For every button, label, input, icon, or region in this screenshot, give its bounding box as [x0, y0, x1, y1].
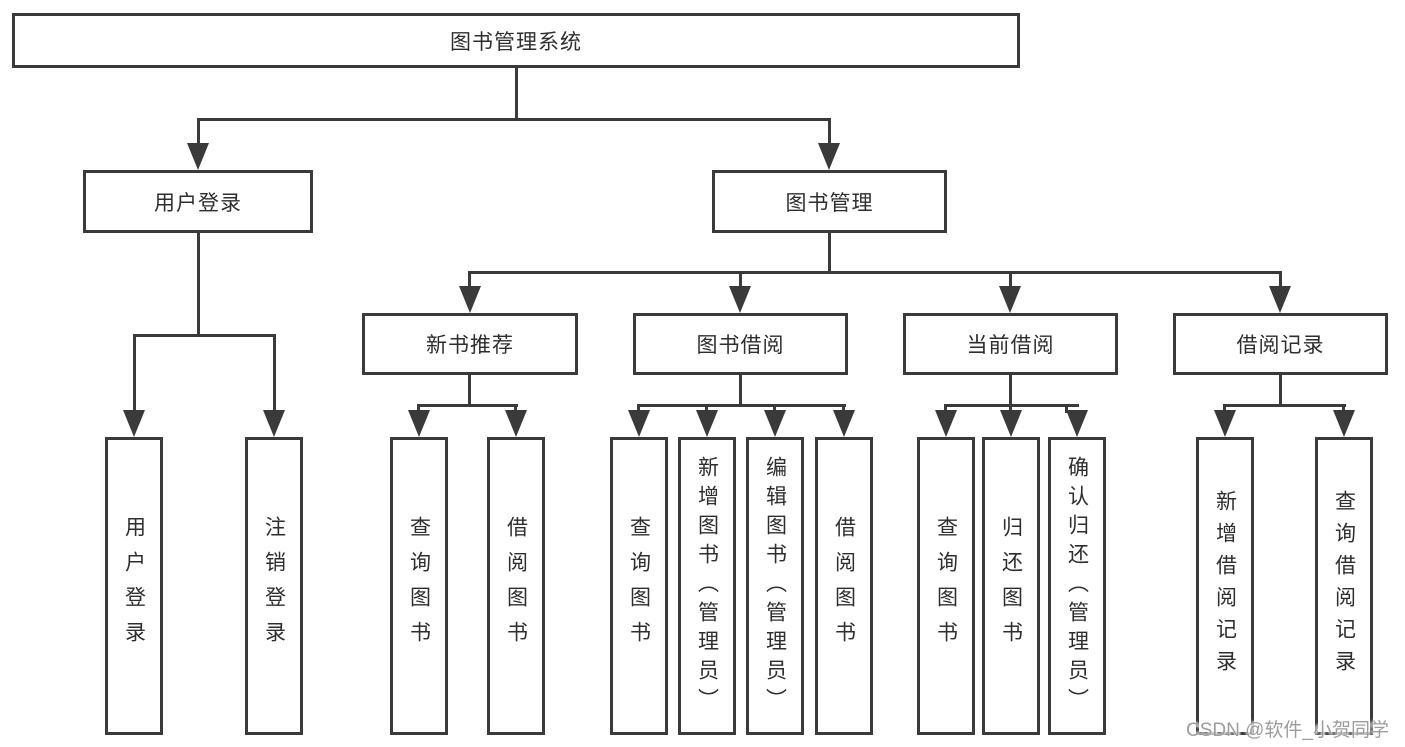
connector-drop-leaf: [842, 404, 845, 413]
node-label: 当前借阅: [966, 334, 1055, 357]
connector-user-login-branch: [133, 334, 276, 337]
connector-user-login-stem: [197, 233, 200, 336]
connector-l3-branch: [417, 404, 518, 407]
node-book-mgmt-group: 图书管理: [712, 170, 947, 233]
connector-drop-leaf: [637, 404, 640, 413]
leaf-query-books-borrow: 查询图书: [610, 437, 668, 735]
arrowhead-down-icon: [628, 410, 650, 437]
node-borrow-records: 借阅记录: [1173, 313, 1388, 375]
node-label: 借阅图书: [832, 516, 856, 656]
node-current-borrow: 当前借阅: [903, 313, 1118, 375]
connector-drop-leaf: [1009, 404, 1012, 413]
arrowhead-down-icon: [696, 410, 718, 437]
node-label: 新增图书（管理员）: [695, 455, 719, 717]
arrowhead-down-icon: [1269, 286, 1291, 313]
leaf-query-books-recommend: 查询图书: [390, 437, 448, 735]
node-label: 图书管理: [785, 191, 874, 215]
node-label: 用户登录: [122, 516, 146, 656]
node-user-login-group: 用户登录: [83, 170, 313, 233]
arrowhead-down-icon: [1066, 410, 1088, 437]
leaf-query-borrow-record: 查询借阅记录: [1315, 437, 1373, 735]
arrowhead-down-icon: [408, 410, 430, 437]
node-label: 借阅记录: [1236, 334, 1325, 357]
node-label: 归还图书: [999, 516, 1023, 656]
connector-drop-l3: [1009, 271, 1012, 293]
connector-level2-branch: [468, 271, 1281, 274]
connector-drop-leaf: [273, 334, 276, 414]
node-label: 图书借阅: [696, 334, 785, 357]
connector-drop-leaf: [133, 334, 136, 414]
leaf-user-login: 用户登录: [105, 437, 163, 735]
arrowhead-down-icon: [729, 286, 751, 313]
connector-book-mgmt-stem: [828, 233, 831, 274]
connector-l3-stem: [468, 375, 471, 406]
arrowhead-down-icon: [833, 410, 855, 437]
watermark-csdn: CSDN @软件_小贺同学: [1186, 720, 1389, 741]
connector-drop-leaf: [417, 404, 420, 413]
node-label: 查询图书: [407, 516, 431, 656]
node-new-book-recommend: 新书推荐: [362, 313, 578, 375]
node-label: 用户登录: [154, 191, 242, 215]
arrowhead-down-icon: [459, 286, 481, 313]
arrowhead-down-icon: [1000, 410, 1022, 437]
leaf-query-books-current: 查询图书: [917, 437, 975, 735]
connector-drop-leaf: [1342, 404, 1345, 413]
node-label: 编辑图书（管理员）: [763, 455, 787, 717]
arrowhead-down-icon: [764, 410, 786, 437]
connector-drop-leaf: [514, 404, 517, 413]
node-label: 查询图书: [934, 516, 958, 656]
arrowhead-down-icon: [1333, 410, 1355, 437]
arrowhead-down-icon: [263, 410, 285, 437]
arrowhead-down-icon: [818, 143, 840, 170]
connector-level1-branch: [197, 118, 831, 121]
connector-drop-leaf: [773, 404, 776, 413]
arrowhead-down-icon: [123, 410, 145, 437]
connector-drop-l3: [1279, 271, 1282, 293]
connector-root-stem: [515, 68, 518, 120]
connector-drop-leaf: [944, 404, 947, 413]
connector-drop-l3: [739, 271, 742, 293]
node-label: 新增借阅记录: [1213, 490, 1237, 682]
connector-drop-leaf: [1065, 404, 1068, 413]
leaf-edit-books-admin: 编辑图书（管理员）: [746, 437, 804, 735]
connector-drop-user-login: [197, 118, 200, 150]
node-label: 确认归还（管理员）: [1065, 455, 1089, 717]
connector-l3-branch: [637, 404, 846, 407]
leaf-logout: 注销登录: [245, 437, 303, 735]
connector-l3-stem: [1009, 375, 1012, 406]
leaf-borrow-books: 借阅图书: [815, 437, 873, 735]
node-book-borrow: 图书借阅: [633, 313, 848, 375]
connector-drop-book-mgmt: [828, 118, 831, 150]
arrowhead-down-icon: [1214, 410, 1236, 437]
connector-drop-leaf: [705, 404, 708, 413]
leaf-add-books-admin: 新增图书（管理员）: [678, 437, 736, 735]
arrowhead-down-icon: [999, 286, 1021, 313]
leaf-add-borrow-record: 新增借阅记录: [1196, 437, 1254, 735]
connector-l3-stem: [739, 375, 742, 406]
node-label: 借阅图书: [504, 516, 528, 656]
node-label: 新书推荐: [426, 334, 514, 357]
arrowhead-down-icon: [505, 410, 527, 437]
node-label: 注销登录: [262, 516, 286, 656]
node-root-library-system: 图书管理系统: [12, 13, 1020, 68]
leaf-confirm-return-admin: 确认归还（管理员）: [1048, 437, 1106, 735]
connector-drop-leaf: [1223, 404, 1226, 413]
connector-l3-branch: [1223, 404, 1346, 407]
node-label: 图书管理系统: [450, 30, 582, 54]
connector-drop-l3: [468, 271, 471, 293]
arrowhead-down-icon: [187, 143, 209, 170]
leaf-borrow-books-recommend: 借阅图书: [487, 437, 545, 735]
leaf-return-books: 归还图书: [982, 437, 1040, 735]
node-label: 查询借阅记录: [1332, 490, 1356, 682]
arrowhead-down-icon: [935, 410, 957, 437]
connector-l3-stem: [1279, 375, 1282, 406]
node-label: 查询图书: [627, 516, 651, 656]
